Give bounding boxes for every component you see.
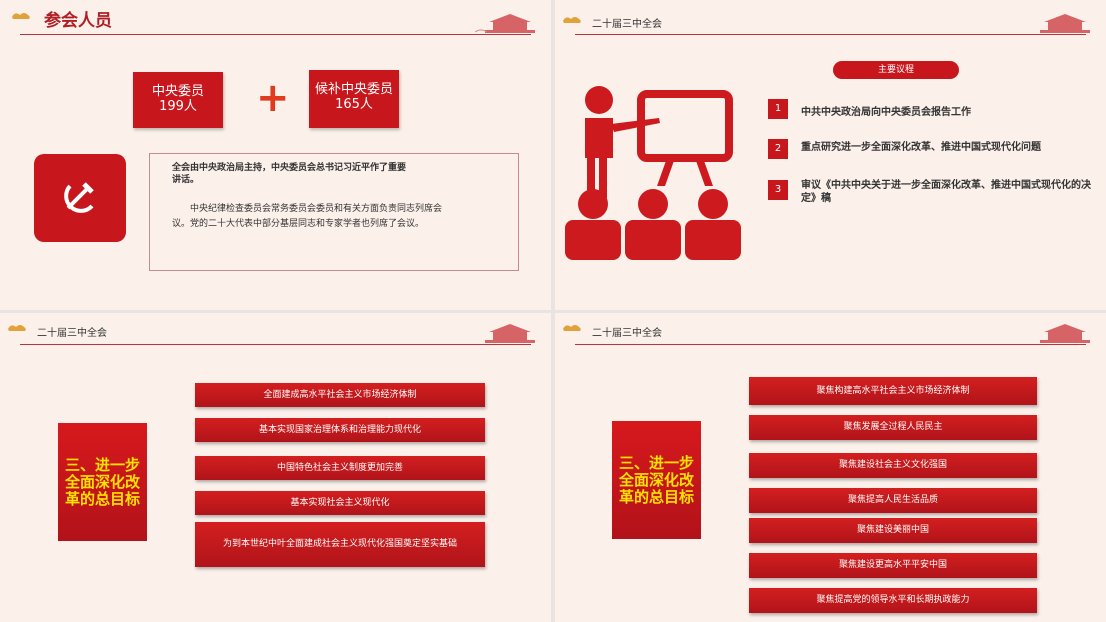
goal-bar-3: 中国特色社会主义制度更加完善 <box>195 456 485 480</box>
description-paragraph-2: 中央纪律检查委员会常务委员会委员和有关方面负责同志列席会议。党的二十大代表中部分… <box>172 204 443 229</box>
central-members-label: 中央委员 <box>151 84 204 99</box>
header-label: 二十届三中全会 <box>37 328 107 339</box>
agenda-number-3: 3 <box>768 180 788 200</box>
agenda-item-3: 审议《中共中央关于进一步全面深化改革、推进中国式现代化的决定》稿 <box>801 180 1091 204</box>
header-label: 二十届三中全会 <box>592 328 662 339</box>
focus-bar-3: 聚焦建设社会主义文化强国 <box>749 453 1037 478</box>
focus-bar-6: 聚焦建设更高水平平安中国 <box>749 553 1037 578</box>
tiananmen-decoration-icon <box>475 14 535 33</box>
focus-bar-2: 聚焦发展全过程人民民主 <box>749 415 1037 440</box>
focus-bar-5: 聚焦建设美丽中国 <box>749 518 1037 543</box>
agenda-item-1: 中共中央政治局向中央委员会报告工作 <box>801 107 971 118</box>
focus-bar-7: 聚焦提高党的领导水平和长期执政能力 <box>749 588 1037 613</box>
goal-bar-2: 基本实现国家治理体系和治理能力现代化 <box>195 418 485 442</box>
header-divider <box>20 34 531 35</box>
central-members-box: 中央委员 199人 <box>133 72 223 128</box>
alternate-members-box: 候补中央委员 165人 <box>309 70 399 128</box>
party-emblem-tile <box>34 154 126 242</box>
auspicious-cloud-icon <box>563 17 581 23</box>
tiananmen-decoration-icon <box>1040 14 1090 33</box>
agenda-pill: 主要议程 <box>833 61 959 79</box>
alternate-members-count: 165人 <box>335 97 373 112</box>
header-divider <box>575 344 1086 345</box>
goal-bar-1: 全面建成高水平社会主义市场经济体制 <box>195 383 485 407</box>
slide-agenda: 二十届三中全会 主要议程 1 中共中央政治局向中央委员会报告工作 2 重点研究进… <box>555 0 1106 310</box>
slide-attendees: 参会人员 中央委员 199人 + 候补中央委员 165人 全会由中央政治局主持，… <box>0 0 551 310</box>
auspicious-cloud-icon <box>563 325 581 331</box>
alternate-members-label: 候补中央委员 <box>314 82 393 97</box>
agenda-number-1: 1 <box>768 99 788 119</box>
tiananmen-decoration-icon <box>1040 324 1090 343</box>
auspicious-cloud-icon <box>12 13 30 19</box>
goal-section-title: 三、进一步全面深化改革的总目标 <box>612 421 701 539</box>
plus-sign: + <box>256 75 290 121</box>
header-label: 二十届三中全会 <box>592 19 662 30</box>
focus-bar-1: 聚焦构建高水平社会主义市场经济体制 <box>749 377 1037 405</box>
slide-focus-areas: 二十届三中全会 三、进一步全面深化改革的总目标 聚焦构建高水平社会主义市场经济体… <box>555 313 1106 622</box>
auspicious-cloud-icon <box>8 325 26 331</box>
meeting-description-box: 全会由中央政治局主持，中央委员会总书记习近平作了重要讲话。 中央纪律检查委员会常… <box>149 153 519 271</box>
description-paragraph-1: 全会由中央政治局主持，中央委员会总书记习近平作了重要讲话。 <box>172 163 407 185</box>
presentation-audience-icon <box>565 86 741 260</box>
goal-section-title: 三、进一步全面深化改革的总目标 <box>58 423 147 541</box>
header-divider <box>575 34 1086 35</box>
focus-bar-4: 聚焦提高人民生活品质 <box>749 488 1037 513</box>
goal-bar-4: 基本实现社会主义现代化 <box>195 491 485 515</box>
slide-overall-goals: 二十届三中全会 三、进一步全面深化改革的总目标 全面建成高水平社会主义市场经济体… <box>0 313 551 622</box>
central-members-count: 199人 <box>159 99 197 114</box>
hammer-sickle-icon <box>64 182 94 213</box>
agenda-number-2: 2 <box>768 139 788 159</box>
goal-bar-5: 为到本世纪中叶全面建成社会主义现代化强国奠定坚实基础 <box>195 522 485 567</box>
page-title: 参会人员 <box>44 11 112 31</box>
agenda-item-2: 重点研究进一步全面深化改革、推进中国式现代化问题 <box>801 142 1041 153</box>
header-divider <box>20 344 531 345</box>
tiananmen-decoration-icon <box>485 324 535 343</box>
